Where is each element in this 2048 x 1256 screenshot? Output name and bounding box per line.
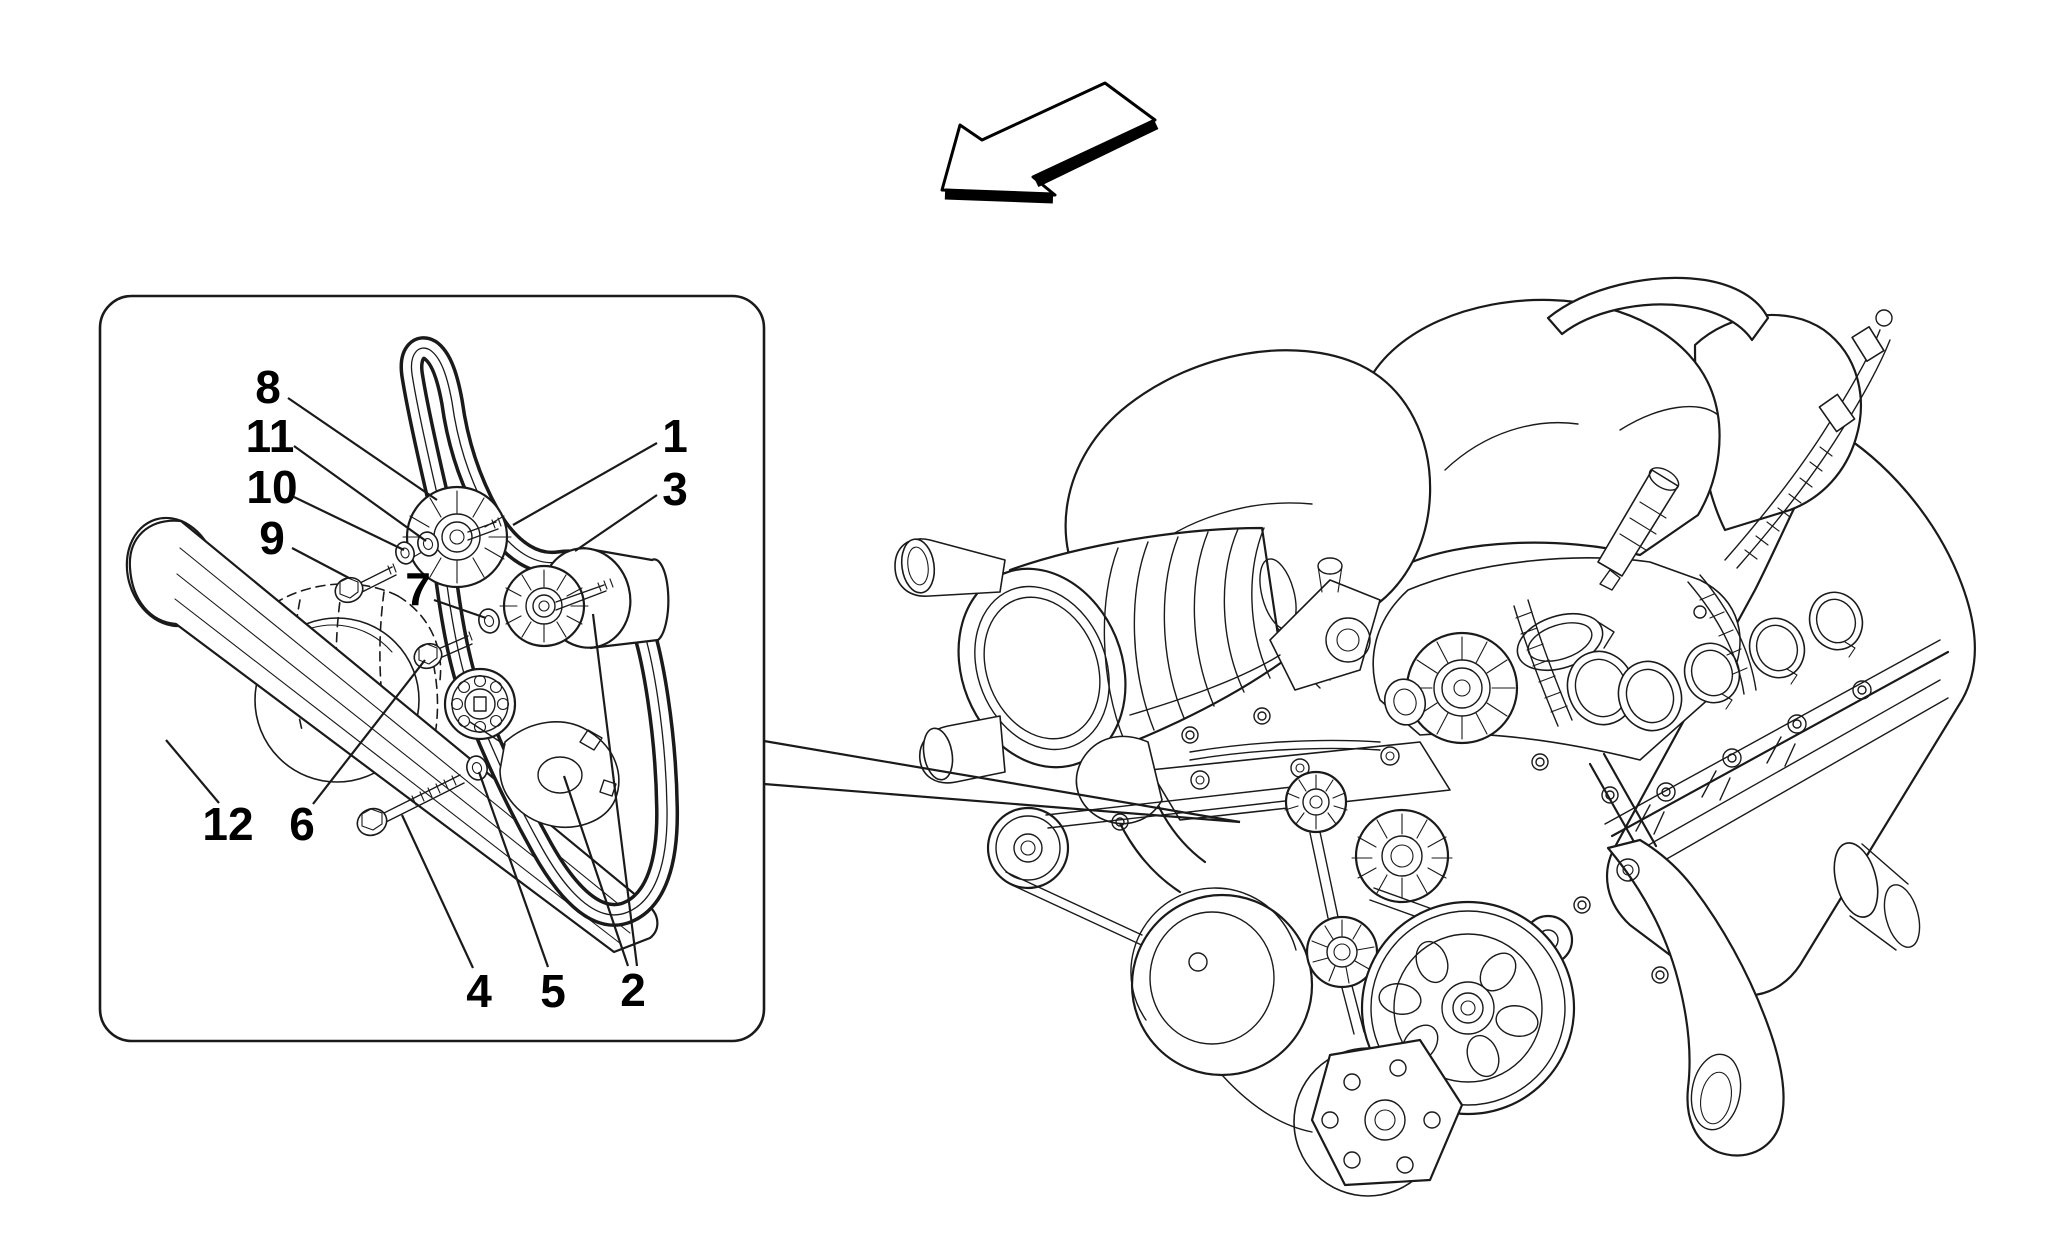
part-label-7: 7	[405, 563, 431, 615]
fuel-rail	[1597, 467, 1950, 838]
injector	[1597, 467, 1680, 591]
leader-line-3	[574, 494, 658, 552]
part-label-1: 1	[662, 410, 688, 462]
washer-5	[466, 755, 488, 781]
strut-bracket	[1546, 276, 1770, 342]
alternator	[1383, 631, 1519, 745]
direction-arrow	[940, 81, 1159, 204]
direction-arrow-face	[940, 81, 1157, 197]
leader-line-8	[287, 397, 438, 501]
detail-connector-line-2	[763, 782, 1241, 824]
leader-line-9	[291, 547, 350, 579]
fuel-hoses	[1687, 309, 1893, 695]
belt-kit-illustration	[125, 336, 680, 954]
callout-box	[98, 294, 766, 1043]
part-label-12: 12	[202, 798, 253, 850]
detail-connector-lines	[763, 739, 1241, 824]
valve-cover	[1606, 428, 1976, 997]
leader-line-2-1	[562, 775, 630, 967]
leader-line-12	[165, 739, 220, 804]
washer-7	[478, 608, 500, 634]
leader-line-10	[293, 496, 405, 551]
wiring-harness	[1513, 599, 1573, 727]
leader-line-5	[477, 771, 550, 968]
leader-line-4	[401, 814, 474, 969]
leader-line-6	[312, 659, 426, 805]
bolt-heads	[1111, 605, 1707, 984]
part-label-11: 11	[246, 410, 295, 462]
part-label-2: 2	[620, 964, 646, 1016]
leader-line-1	[512, 442, 658, 526]
detail-connector-line-1	[763, 739, 1241, 824]
part-label-8: 8	[255, 361, 281, 413]
bolt-4	[356, 774, 465, 837]
part-label-4: 4	[466, 965, 492, 1017]
accessory-pulleys	[986, 770, 1576, 1197]
part-label-6: 6	[289, 798, 315, 850]
direction-arrow-shadow-1	[944, 188, 1054, 204]
engine-illustration	[894, 276, 1976, 1197]
tensioner-bearing	[443, 667, 517, 741]
ribbed-pulley-upper	[402, 485, 512, 589]
belt-tensioner	[469, 721, 620, 828]
bolt-9	[334, 563, 397, 604]
bolt-6	[413, 631, 473, 670]
part-label-5: 5	[540, 965, 566, 1017]
callout-box-frame	[98, 294, 766, 1043]
direction-arrow-shadow-2	[1033, 119, 1159, 187]
ac-compressor	[1221, 1038, 1464, 1197]
part-label-9: 9	[259, 512, 285, 564]
throttle-body	[1129, 557, 1381, 716]
spark-plug-ports	[1683, 591, 1864, 710]
leader-line-11	[293, 445, 427, 542]
intake-tube	[894, 526, 1297, 894]
part-label-10: 10	[246, 461, 297, 513]
leader-line-7	[433, 598, 487, 620]
leader-lines	[165, 397, 658, 969]
ribbed-pulley-lower	[499, 564, 614, 648]
part-label-3: 3	[662, 463, 688, 515]
engine-mount-arm	[1588, 752, 1921, 1157]
leader-line-2-2	[591, 613, 639, 967]
